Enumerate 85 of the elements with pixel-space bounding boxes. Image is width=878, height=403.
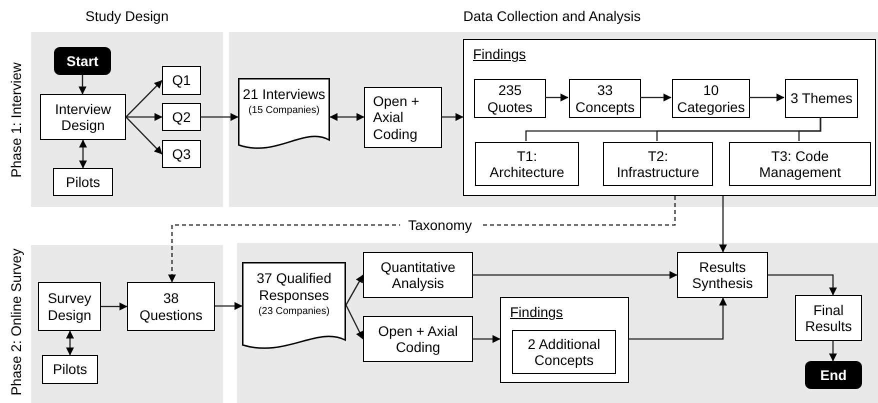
phase-label: Phase 2: Online Survey [8, 248, 24, 396]
process-label: Pilots [52, 361, 88, 378]
connector-line [798, 117, 822, 141]
arrow [345, 304, 364, 340]
process-label: Q3 [172, 146, 191, 162]
arrow [473, 335, 500, 343]
process-box [162, 66, 201, 95]
process-label: Quantitative Analysis [380, 258, 456, 292]
arrow [345, 274, 364, 306]
edge-label: Taxonomy [400, 217, 480, 233]
arrow [126, 80, 162, 118]
arrow [126, 113, 162, 121]
process-label: 3 Themes [790, 90, 852, 107]
process-box [363, 316, 473, 362]
process-box [795, 295, 862, 341]
process-box [53, 168, 113, 196]
process-box [364, 87, 442, 148]
process-box [603, 142, 713, 186]
arrow [829, 341, 837, 362]
arrow [629, 298, 727, 340]
process-box [512, 330, 616, 374]
arrow [66, 330, 74, 356]
process-label: T2: Infrastructure [616, 148, 700, 180]
process-label: 33 Concepts [574, 82, 636, 115]
panel-heading: Findings [473, 46, 526, 62]
process-box [162, 140, 201, 168]
findings-panel [463, 39, 876, 196]
process-label: 10 Categories [676, 82, 746, 115]
phase-band [31, 32, 223, 207]
process-label: T1: Architecture [488, 148, 566, 180]
process-box [677, 252, 768, 298]
process-label: 38 Questions [138, 290, 204, 323]
process-box [40, 94, 126, 140]
arrow [768, 274, 837, 296]
terminal-box [805, 361, 862, 389]
document-note: (23 Companies) [258, 306, 330, 318]
process-box [569, 79, 641, 118]
process-label: Open + Axial Coding [373, 93, 420, 142]
phase-label: Phase 1: Interview [8, 62, 24, 178]
arrow [78, 75, 86, 94]
process-label: 235 Quotes [486, 82, 534, 115]
process-box [38, 282, 101, 331]
process-box [42, 355, 98, 384]
process-label: Survey Design [46, 290, 92, 323]
column-heading: Study Design [85, 8, 169, 24]
arrow [473, 271, 678, 279]
panel-heading: Findings [510, 304, 563, 320]
process-box [729, 142, 871, 186]
arrow [442, 113, 464, 121]
process-box [363, 252, 473, 298]
process-box [475, 142, 579, 186]
document-label: 37 Qualified Responses [256, 270, 332, 304]
terminal-box [54, 47, 111, 75]
arrow [215, 302, 242, 310]
arrow [101, 302, 128, 310]
process-label: Open + Axial Coding [377, 322, 459, 356]
arrow [201, 113, 238, 121]
terminal-label: End [820, 367, 847, 383]
arrow [719, 196, 727, 252]
arrow [545, 94, 568, 102]
column-heading: Data Collection and Analysis [463, 8, 641, 24]
terminal-label: Start [66, 53, 98, 69]
arrow [126, 116, 162, 154]
process-label: T3: Code Management [758, 148, 842, 180]
process-label: Final Results [804, 302, 853, 334]
arrow [330, 113, 364, 121]
arrow [79, 140, 87, 168]
phase-band [237, 243, 878, 403]
process-box [785, 79, 858, 118]
process-label: 2 Additional Concepts [526, 336, 602, 368]
process-label: Pilots [66, 174, 100, 190]
process-label: Results Synthesis [691, 258, 754, 292]
process-box [127, 282, 215, 331]
process-label: Q1 [172, 72, 191, 89]
process-label: Interview Design [54, 100, 112, 134]
process-box [162, 103, 201, 131]
process-label: Q2 [172, 108, 191, 126]
findings-panel [500, 297, 629, 383]
phase-band [229, 32, 878, 207]
document-note: (15 Companies) [248, 104, 320, 117]
process-box [474, 79, 546, 118]
phase-band [31, 245, 223, 403]
document-label: 21 Interviews [242, 86, 326, 103]
arrow [749, 94, 784, 102]
arrow [640, 94, 672, 102]
